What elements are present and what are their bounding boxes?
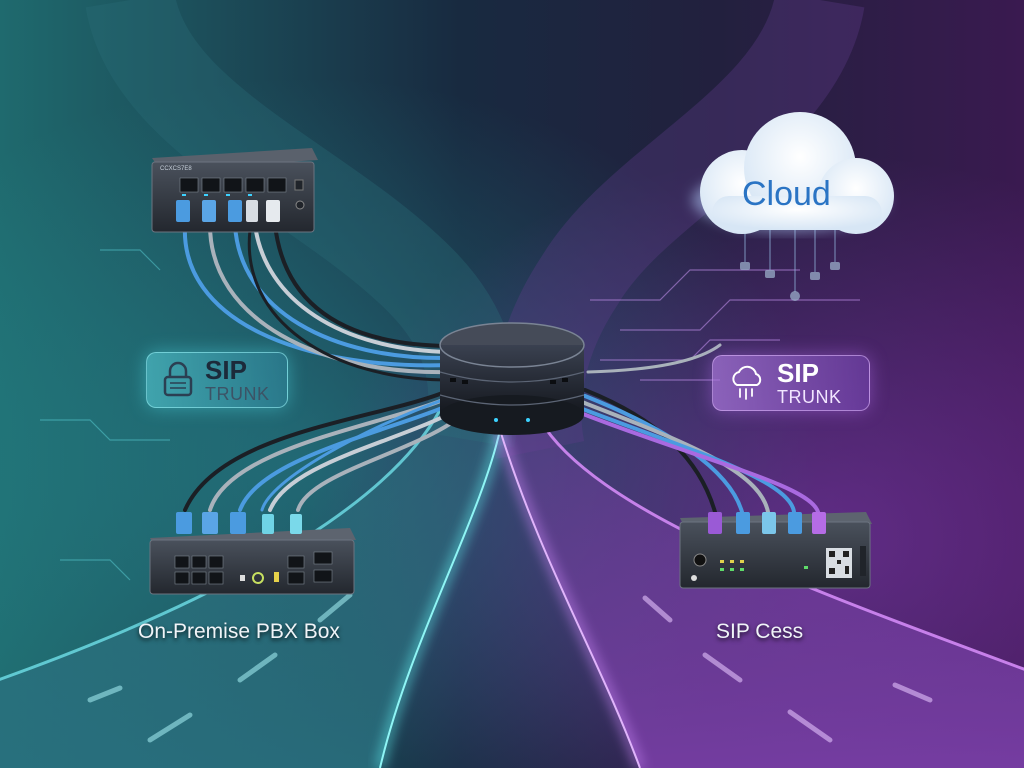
left-device-label: On-Premise PBX Box — [138, 620, 340, 643]
sip-trunk-left-subtitle: TRUNK — [205, 384, 270, 404]
cloud-shape — [692, 112, 894, 234]
switch-model-label: CCXCS7E8 — [160, 166, 192, 172]
sip-trunk-left-title: SIP — [205, 355, 247, 385]
sip-trunk-badge-left: SIP TRUNK — [146, 352, 288, 408]
cloud-label: Cloud — [742, 175, 831, 213]
sip-trunk-badge-right: SIP TRUNK — [712, 355, 870, 411]
central-hub — [439, 322, 585, 435]
sip-device — [679, 512, 872, 589]
pbx-device — [149, 512, 356, 595]
sip-trunk-right-title: SIP — [777, 358, 819, 388]
cloud-rain-icon — [732, 365, 762, 400]
right-device-label: SIP Cess — [716, 620, 804, 643]
lock-icon — [163, 361, 193, 397]
network-switch — [151, 148, 318, 233]
sip-trunk-right-subtitle: TRUNK — [777, 387, 842, 407]
